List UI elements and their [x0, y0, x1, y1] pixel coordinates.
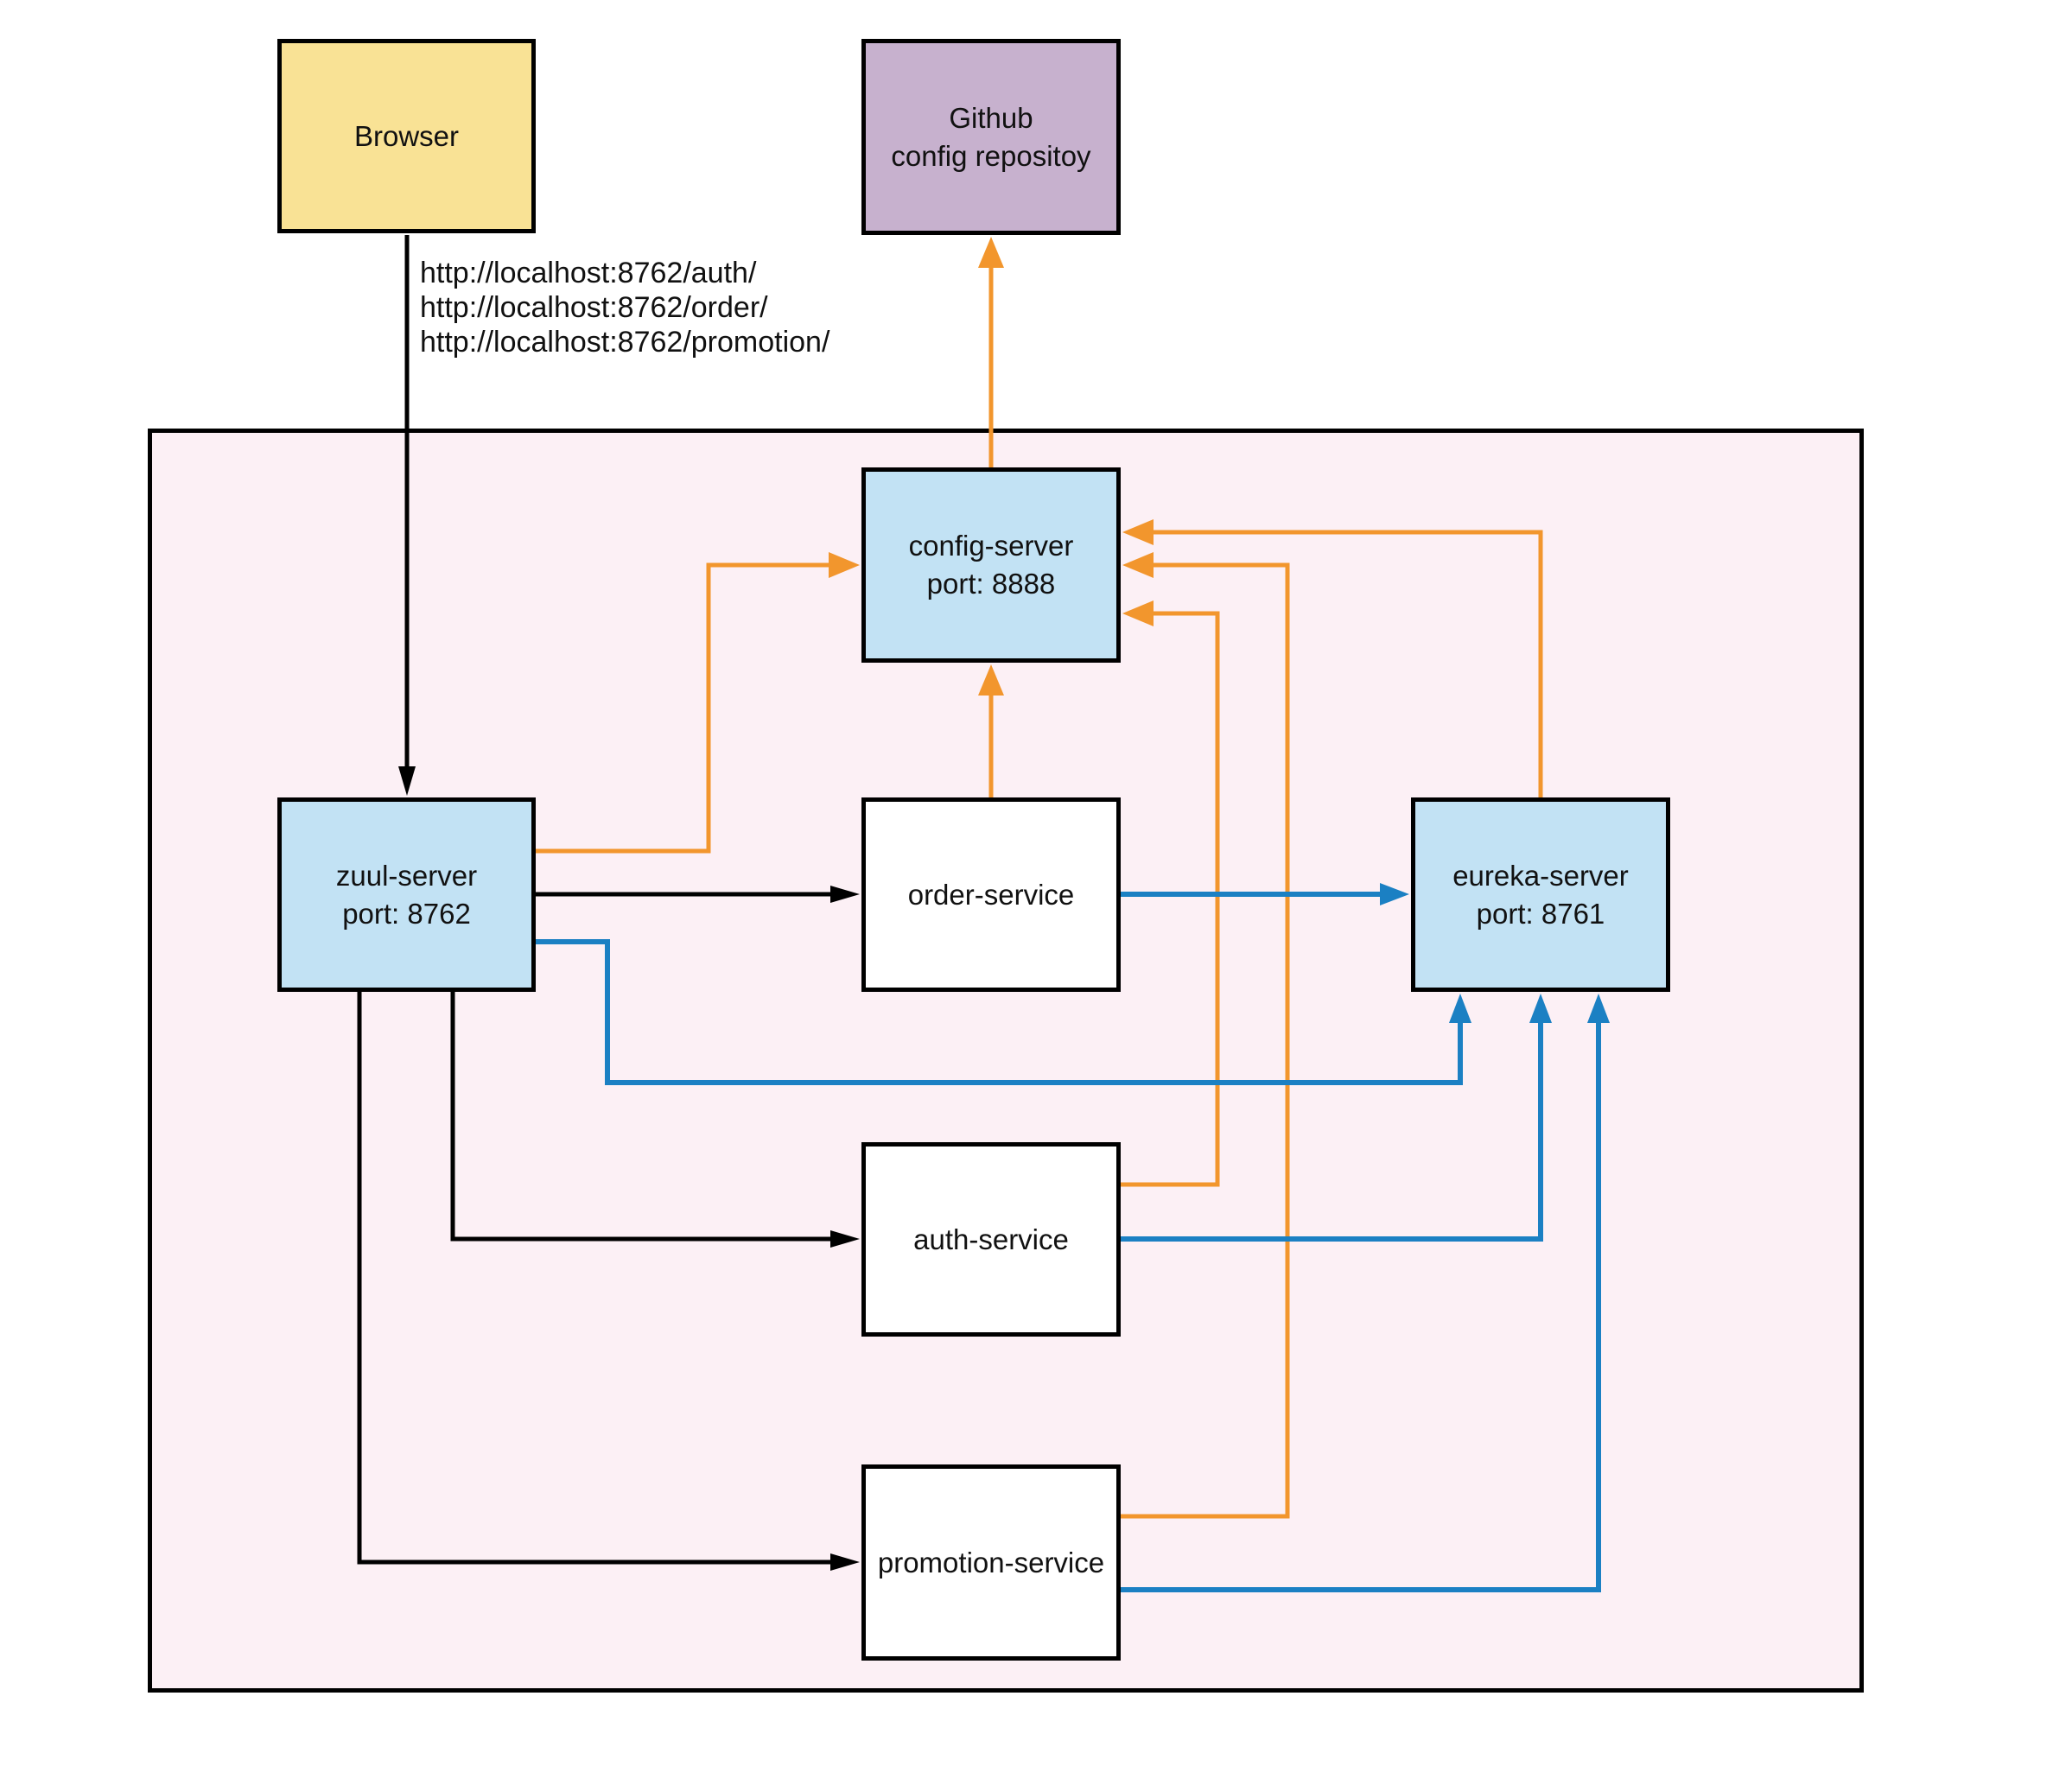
- edge-promotion-to-eureka: [1121, 994, 1610, 1592]
- node-github-config-repo: Github config repositoy: [861, 39, 1121, 235]
- arrowhead-promotion-to-config-icon: [1122, 552, 1154, 578]
- edge-eureka-to-config: [1122, 519, 1543, 797]
- request-urls-annotation: http://localhost:8762/auth/ http://local…: [420, 256, 829, 359]
- arrowhead-auth-to-eureka-icon: [1529, 994, 1552, 1023]
- edge-zuul-to-order: [536, 886, 860, 903]
- arrowhead-browser-to-zuul-icon: [398, 766, 416, 796]
- arrowhead-zuul-to-promotion-icon: [830, 1553, 860, 1571]
- arrowhead-config-to-github-icon: [978, 237, 1004, 268]
- edge-promotion-to-config: [1121, 552, 1290, 1519]
- edge-browser-to-zuul: [398, 235, 416, 796]
- node-label-promotion-service: promotion-service: [877, 1546, 1105, 1579]
- request-url-line: http://localhost:8762/order/: [420, 291, 768, 324]
- node-label-order-service: order-service: [907, 878, 1075, 911]
- arrowhead-zuul-to-order-icon: [830, 886, 860, 903]
- edge-config-to-github: [978, 237, 1004, 467]
- arrowhead-zuul-to-auth-icon: [830, 1230, 860, 1248]
- request-url-line: http://localhost:8762/auth/: [420, 257, 757, 289]
- arrowhead-order-to-config-icon: [978, 664, 1004, 696]
- arrowhead-promotion-to-eureka-icon: [1587, 994, 1610, 1023]
- edge-zuul-to-promotion: [357, 990, 860, 1571]
- node-label-zuul-server: zuul-server port: 8762: [335, 859, 478, 930]
- node-label-config-server: config-server port: 8888: [908, 530, 1074, 600]
- node-eureka-server: eureka-server port: 8761: [1411, 797, 1670, 992]
- node-label-github-config-repo: Github config repositoy: [891, 101, 1091, 172]
- node-order-service: order-service: [861, 797, 1121, 992]
- request-url-line: http://localhost:8762/promotion/: [420, 326, 830, 359]
- arrowhead-auth-to-config-icon: [1122, 600, 1154, 626]
- node-browser: Browser: [277, 39, 536, 233]
- edge-auth-to-eureka: [1121, 994, 1552, 1242]
- arrowhead-zuul-to-eureka-icon: [1449, 994, 1471, 1023]
- node-zuul-server: zuul-server port: 8762: [277, 797, 536, 992]
- arrowhead-order-to-eureka-icon: [1380, 883, 1409, 905]
- node-label-eureka-server: eureka-server port: 8761: [1452, 859, 1629, 930]
- arrowhead-eureka-to-config-icon: [1122, 519, 1154, 545]
- edge-zuul-to-config: [536, 552, 860, 854]
- node-label-auth-service: auth-service: [913, 1223, 1069, 1255]
- edge-zuul-to-eureka: [536, 939, 1471, 1085]
- edge-order-to-config: [978, 664, 1004, 797]
- edge-order-to-eureka: [1121, 883, 1409, 905]
- node-auth-service: auth-service: [861, 1142, 1121, 1337]
- edge-auth-to-config: [1121, 600, 1220, 1187]
- node-config-server: config-server port: 8888: [861, 467, 1121, 663]
- arrowhead-zuul-to-config-icon: [829, 552, 860, 578]
- node-label-browser: Browser: [353, 119, 460, 152]
- node-promotion-service: promotion-service: [861, 1464, 1121, 1661]
- edge-zuul-to-auth: [450, 990, 860, 1248]
